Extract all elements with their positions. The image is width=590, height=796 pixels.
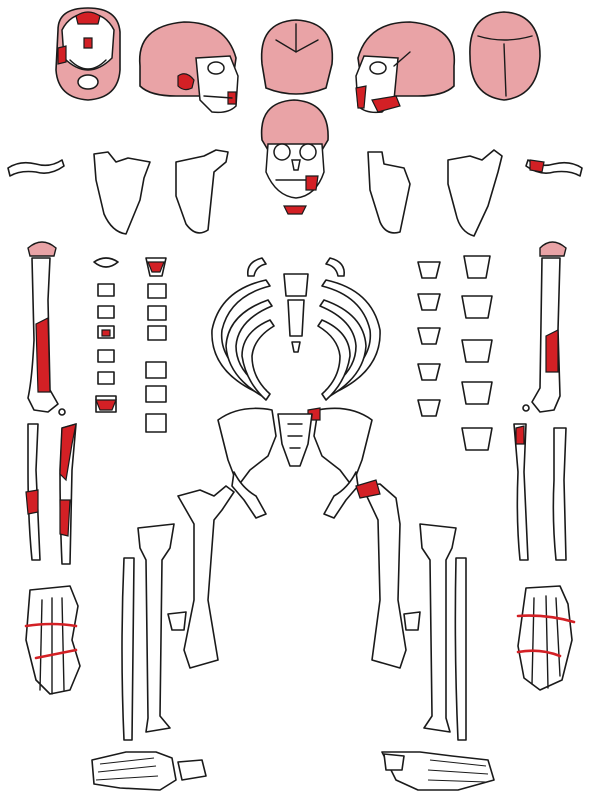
- cranium-posterior-view: [262, 20, 333, 94]
- thoracic-vertebrae: [418, 262, 440, 416]
- cranium-right-lateral-view: [140, 22, 238, 112]
- cranium-left-lateral-view: [356, 22, 454, 112]
- hands: [26, 586, 574, 694]
- fibulae: [122, 558, 466, 740]
- cranium-anterior-view: [262, 100, 329, 214]
- lumbar-vertebrae: [462, 256, 492, 450]
- sternum: [284, 274, 308, 352]
- cervical-vertebrae: [94, 258, 166, 432]
- cranium-superior-view: [470, 12, 540, 100]
- pelvis-sacrum: [218, 408, 372, 518]
- feet: [92, 752, 494, 790]
- femora: [178, 480, 406, 668]
- cranium-inferior-view: [56, 8, 120, 100]
